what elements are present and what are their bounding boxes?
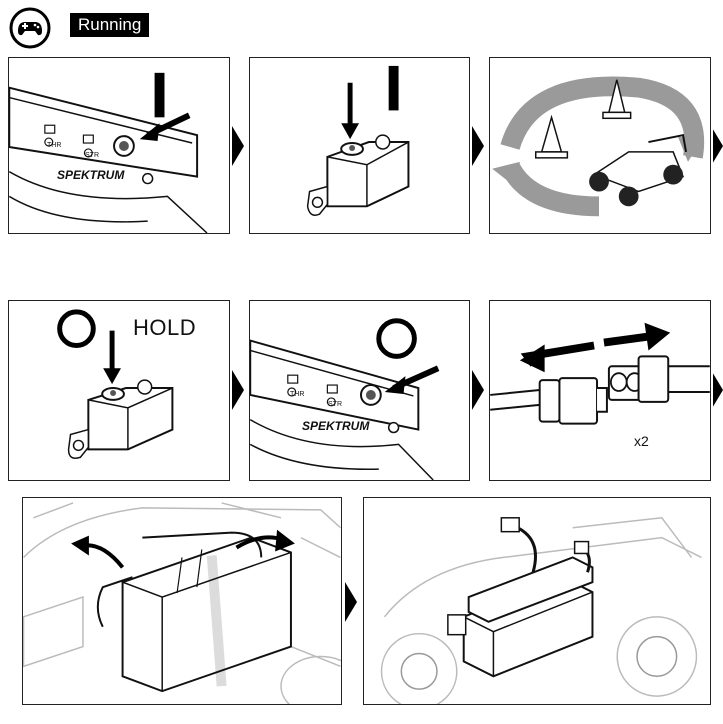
next-step-arrow [345, 582, 357, 622]
step-2-receiver-button [249, 57, 470, 234]
next-step-arrow [232, 370, 244, 410]
step-1-transmitter-button: THR STR SPEKTRUM [8, 57, 230, 234]
step-5-transmitter-off: THR STR SPEKTRUM [249, 300, 470, 481]
receiver-bind-button-icon [306, 65, 410, 216]
quantity-label: x2 [634, 433, 649, 449]
brand-label: SPEKTRUM [302, 419, 370, 433]
gamepad-icon [8, 6, 52, 50]
next-step-arrow [713, 370, 723, 410]
button-label-thr: THR [290, 391, 305, 398]
step-3-drive-vehicle [489, 57, 711, 234]
button-label-str: STR [85, 152, 99, 159]
transmitter-button-icon [9, 72, 208, 233]
brand-label: SPEKTRUM [57, 168, 125, 182]
section-title: Running [70, 13, 150, 37]
transmitter-power-off-icon [250, 318, 440, 480]
vehicle-driving-loop-icon [492, 76, 705, 217]
battery-removal-icon [380, 517, 702, 704]
battery-strap-release-icon [23, 502, 341, 704]
section-header: Running [8, 6, 308, 50]
battery-connector-disconnect-icon [490, 322, 710, 425]
next-step-arrow [232, 126, 244, 166]
receiver-hold-button-icon [57, 309, 174, 459]
next-step-arrow [472, 370, 484, 410]
button-label-thr: THR [47, 142, 62, 149]
hold-label: HOLD [133, 315, 197, 340]
next-step-arrow [472, 126, 484, 166]
step-6-disconnect-battery: x2 [489, 300, 711, 481]
next-step-arrow [713, 126, 723, 166]
step-8-remove-battery [363, 497, 711, 705]
step-4-receiver-hold: HOLD [8, 300, 230, 481]
button-label-str: STR [328, 401, 342, 408]
step-7-release-strap [22, 497, 342, 705]
